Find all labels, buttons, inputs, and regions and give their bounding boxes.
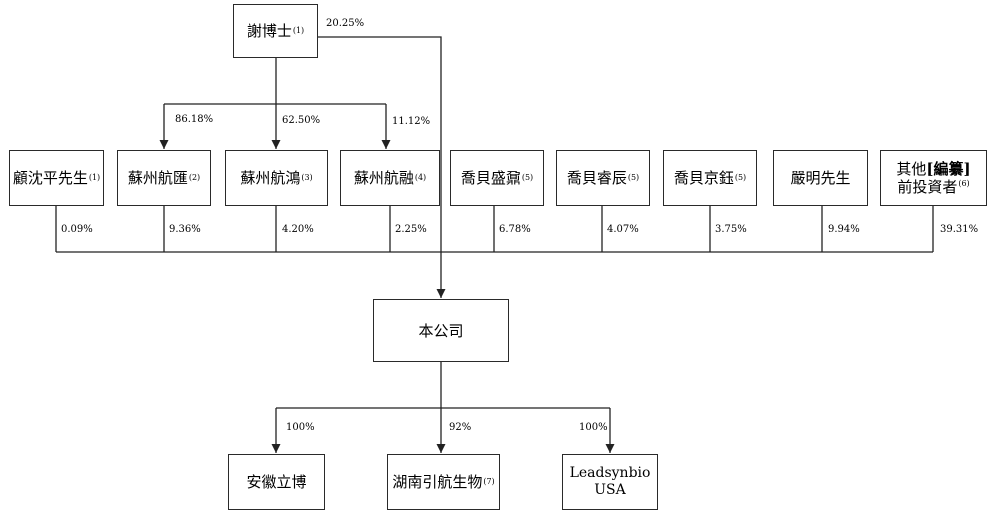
others-redacted: [編纂]: [926, 160, 971, 178]
pct-hangrong: 2.25%: [395, 224, 427, 235]
hangrong-note: (4): [414, 173, 427, 183]
gu-note: (1): [88, 173, 101, 183]
pct-xie-to-hanghong: 62.50%: [282, 115, 321, 126]
hangrong-box: 蘇州航融(4): [340, 150, 440, 206]
yan-box: 嚴明先生: [773, 150, 868, 206]
others-line2: 前投資者: [897, 178, 958, 196]
hangrong-label: 蘇州航融: [353, 169, 414, 187]
pct-xie-to-hanghui: 86.18%: [175, 114, 214, 125]
others-note: (6): [958, 179, 970, 188]
qiaobei-jingyu-label: 喬貝京鈺: [673, 169, 734, 187]
qiaobei-jingyu-box: 喬貝京鈺(5): [663, 150, 757, 206]
usa-line2: USA: [594, 482, 626, 498]
company-label: 本公司: [418, 321, 464, 340]
hanghui-label: 蘇州航匯: [127, 169, 188, 187]
hanghong-note: (3): [301, 173, 313, 183]
qiaobei-rongchen-box: 喬貝睿辰(5): [556, 150, 650, 206]
hanghong-label: 蘇州航鴻: [240, 169, 301, 187]
gu-box: 顧沈平先生(1): [9, 150, 104, 206]
hunan-note: (7): [483, 477, 495, 487]
pct-anhui: 100%: [286, 422, 315, 433]
dr-xie-note: (1): [292, 26, 305, 36]
pct-qiaobei-shengding: 6.78%: [499, 224, 531, 235]
others-box: 其他[編纂] 前投資者(6): [880, 150, 987, 206]
hunan-box: 湖南引航生物(7): [387, 454, 500, 510]
pct-hanghong: 4.20%: [282, 224, 314, 235]
qiaobei-shengding-note: (5): [521, 173, 534, 183]
qiaobei-shengding-box: 喬貝盛鼐(5): [450, 150, 544, 206]
qiaobei-rongchen-note: (5): [627, 173, 640, 183]
usa-box: Leadsynbio USA: [562, 454, 658, 510]
dr-xie-label: 謝博士: [246, 22, 292, 40]
gu-label: 顧沈平先生: [12, 169, 88, 187]
anhui-label: 安徽立博: [246, 473, 307, 491]
xie-to-company-line: [318, 36, 446, 298]
company-box: 本公司: [373, 299, 509, 362]
others-line1: 其他: [896, 160, 927, 178]
hunan-label: 湖南引航生物: [392, 473, 483, 491]
hanghong-box: 蘇州航鴻(3): [225, 150, 328, 206]
anhui-box: 安徽立博: [228, 454, 325, 510]
usa-line1: Leadsynbio: [569, 465, 651, 482]
pct-qiaobei-jingyu: 3.75%: [715, 224, 747, 235]
pct-xie-to-company: 20.25%: [326, 18, 365, 29]
pct-hunan: 92%: [449, 422, 472, 433]
dr-xie-box: 謝博士(1): [233, 4, 318, 58]
pct-others: 39.31%: [940, 224, 979, 235]
yan-label: 嚴明先生: [790, 169, 851, 187]
pct-gu: 0.09%: [61, 224, 93, 235]
hanghui-note: (2): [188, 173, 201, 183]
hanghui-box: 蘇州航匯(2): [117, 150, 211, 206]
qiaobei-shengding-label: 喬貝盛鼐: [460, 169, 521, 187]
pct-xie-to-hangrong: 11.12%: [392, 116, 431, 127]
pct-yan: 9.94%: [828, 224, 860, 235]
pct-hanghui: 9.36%: [169, 224, 201, 235]
qiaobei-rongchen-label: 喬貝睿辰: [566, 169, 627, 187]
qiaobei-jingyu-note: (5): [734, 173, 747, 183]
pct-usa: 100%: [579, 422, 608, 433]
pct-qiaobei-rongchen: 4.07%: [607, 224, 639, 235]
